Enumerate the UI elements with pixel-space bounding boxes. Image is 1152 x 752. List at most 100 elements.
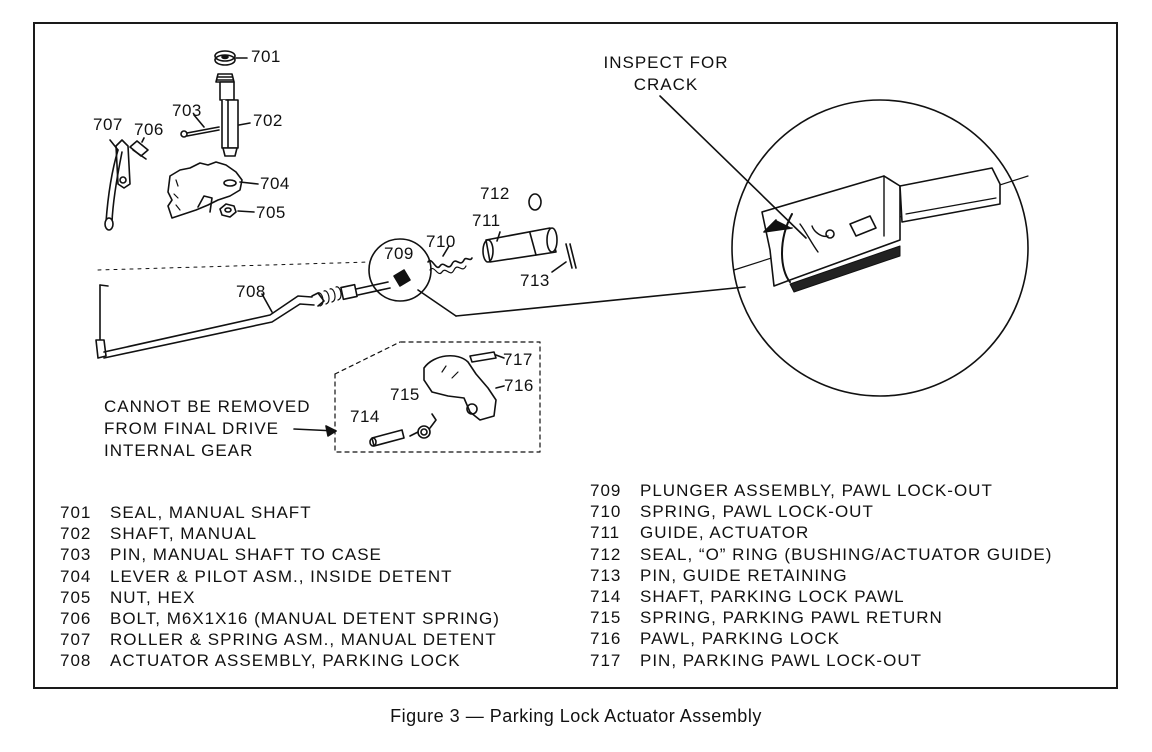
callout-717: 717: [503, 350, 533, 369]
legend-description: GUIDE, ACTUATOR: [640, 523, 810, 543]
parking-pawl-part: [423, 355, 505, 421]
legend-row: 704 LEVER & PILOT ASM., INSIDE DETENT: [60, 566, 500, 587]
legend-description: PLUNGER ASSEMBLY, PAWL LOCK-OUT: [640, 481, 993, 500]
cannot-remove-note: CANNOT BE REMOVED FROM FINAL DRIVE INTER…: [104, 396, 311, 462]
actuator-rod-part: [95, 281, 391, 359]
legend-number: 703: [60, 545, 92, 565]
legend-description: PIN, MANUAL SHAFT TO CASE: [110, 545, 382, 565]
lockout-spring-part: [427, 245, 473, 274]
callout-706: 706: [134, 120, 164, 139]
legend-row: 717 PIN, PARKING PAWL LOCK-OUT: [590, 650, 1052, 671]
legend-number: 706: [60, 608, 92, 628]
callout-710: 710: [426, 232, 456, 251]
inspect-note-line1: INSPECT FOR: [603, 53, 729, 72]
legend-number: 713: [590, 565, 622, 585]
pawl-return-spring-part: [409, 413, 437, 439]
note-arrow: [293, 425, 337, 437]
callout-704: 704: [260, 174, 290, 193]
legend-row: 713 PIN, GUIDE RETAINING: [590, 565, 1052, 586]
guide-retaining-pin-part: [551, 243, 577, 273]
legend-description: NUT, HEX: [110, 587, 196, 607]
legend-row: 715 SPRING, PARKING PAWL RETURN: [590, 607, 1052, 628]
legend-number: 711: [590, 523, 621, 543]
manual-shaft-part: [215, 73, 251, 157]
cannot-note-line1: CANNOT BE REMOVED: [104, 397, 311, 416]
callout-714: 714: [350, 407, 380, 426]
pawl-shaft-part: [369, 429, 405, 447]
callout-708: 708: [236, 282, 266, 301]
legend-number: 716: [590, 629, 622, 649]
legend-number: 709: [590, 481, 622, 500]
legend-number: 702: [60, 524, 92, 544]
legend-number: 714: [590, 586, 622, 606]
legend-description: PIN, GUIDE RETAINING: [640, 565, 848, 585]
detent-lever-part: [167, 161, 259, 219]
legend-row: 705 NUT, HEX: [60, 587, 500, 608]
legend-number: 701: [60, 503, 92, 522]
legend-description: ROLLER & SPRING ASM., MANUAL DETENT: [110, 630, 497, 650]
figure-caption: Figure 3 — Parking Lock Actuator Assembl…: [390, 706, 762, 726]
legend-number: 712: [590, 544, 622, 564]
inspect-note-line2: CRACK: [633, 75, 699, 94]
legend-number: 715: [590, 608, 622, 628]
legend-description: SEAL, MANUAL SHAFT: [110, 503, 312, 522]
pawl-lockout-pin-part: [469, 351, 505, 363]
callout-702: 702: [253, 111, 283, 130]
callout-716: 716: [504, 376, 534, 395]
legend-row: 702 SHAFT, MANUAL: [60, 523, 500, 544]
bolt-detent-spring-part: [129, 137, 149, 160]
seal-manual-shaft-part: [214, 50, 248, 66]
cannot-note-line2: FROM FINAL DRIVE: [104, 419, 279, 438]
plunger-detail-circle: [368, 238, 746, 317]
legend-number: 707: [60, 630, 92, 650]
legend-row: 710 SPRING, PAWL LOCK-OUT: [590, 501, 1052, 522]
inspect-crack-detail: [659, 95, 1029, 397]
legend-number: 717: [590, 650, 622, 670]
pin-manual-shaft-part: [180, 114, 220, 138]
legend-description: SHAFT, PARKING LOCK PAWL: [640, 586, 905, 606]
legend-row: 707 ROLLER & SPRING ASM., MANUAL DETENT: [60, 629, 500, 650]
callout-712: 712: [480, 184, 510, 203]
legend-number: 710: [590, 502, 622, 522]
cannot-note-line3: INTERNAL GEAR: [104, 441, 254, 460]
figure-frame: [33, 22, 1118, 689]
roller-spring-part: [104, 139, 131, 231]
legend-description: SPRING, PAWL LOCK-OUT: [640, 502, 874, 522]
legend-description: SEAL, “O” RING (BUSHING/ACTUATOR GUIDE): [640, 544, 1053, 564]
callout-709: 709: [384, 244, 414, 263]
o-ring-seal-part: [528, 193, 542, 211]
hex-nut-part: [219, 203, 255, 218]
callout-705: 705: [256, 203, 286, 222]
pawl-group-outline: [334, 341, 541, 453]
legend-number: 704: [60, 566, 92, 586]
legend-row: 703 PIN, MANUAL SHAFT TO CASE: [60, 544, 500, 565]
legend-row: 711 GUIDE, ACTUATOR: [590, 522, 1052, 543]
legend-left: 701 SEAL, MANUAL SHAFT 702 SHAFT, MANUAL 7…: [60, 502, 500, 672]
legend-description: PAWL, PARKING LOCK: [640, 629, 841, 649]
legend-number: 708: [60, 651, 92, 671]
legend-row: 712 SEAL, “O” RING (BUSHING/ACTUATOR GUID…: [590, 544, 1052, 565]
callout-711: 711: [472, 211, 501, 230]
legend-row: 706 BOLT, M6X1X16 (MANUAL DETENT SPRING): [60, 608, 500, 629]
callout-703: 703: [172, 101, 202, 120]
legend-description: SHAFT, MANUAL: [110, 524, 258, 544]
callout-713: 713: [520, 271, 550, 290]
legend-description: LEVER & PILOT ASM., INSIDE DETENT: [110, 566, 453, 586]
actuator-guide-part: [482, 227, 558, 263]
legend-description: BOLT, M6X1X16 (MANUAL DETENT SPRING): [110, 608, 500, 628]
legend-row: 701 SEAL, MANUAL SHAFT: [60, 502, 500, 523]
legend-description: SPRING, PARKING PAWL RETURN: [640, 608, 943, 628]
legend-number: 705: [60, 587, 92, 607]
legend-description: ACTUATOR ASSEMBLY, PARKING LOCK: [110, 651, 461, 671]
legend-row: 709 PLUNGER ASSEMBLY, PAWL LOCK-OUT: [590, 480, 1052, 501]
legend-row: 714 SHAFT, PARKING LOCK PAWL: [590, 586, 1052, 607]
inspect-crack-note: INSPECT FOR CRACK: [598, 52, 734, 96]
callout-707: 707: [93, 115, 123, 134]
legend-row: 716 PAWL, PARKING LOCK: [590, 628, 1052, 649]
callout-701: 701: [251, 47, 281, 66]
legend-row: 708 ACTUATOR ASSEMBLY, PARKING LOCK: [60, 650, 500, 671]
legend-description: PIN, PARKING PAWL LOCK-OUT: [640, 650, 922, 670]
callout-715: 715: [390, 385, 420, 404]
